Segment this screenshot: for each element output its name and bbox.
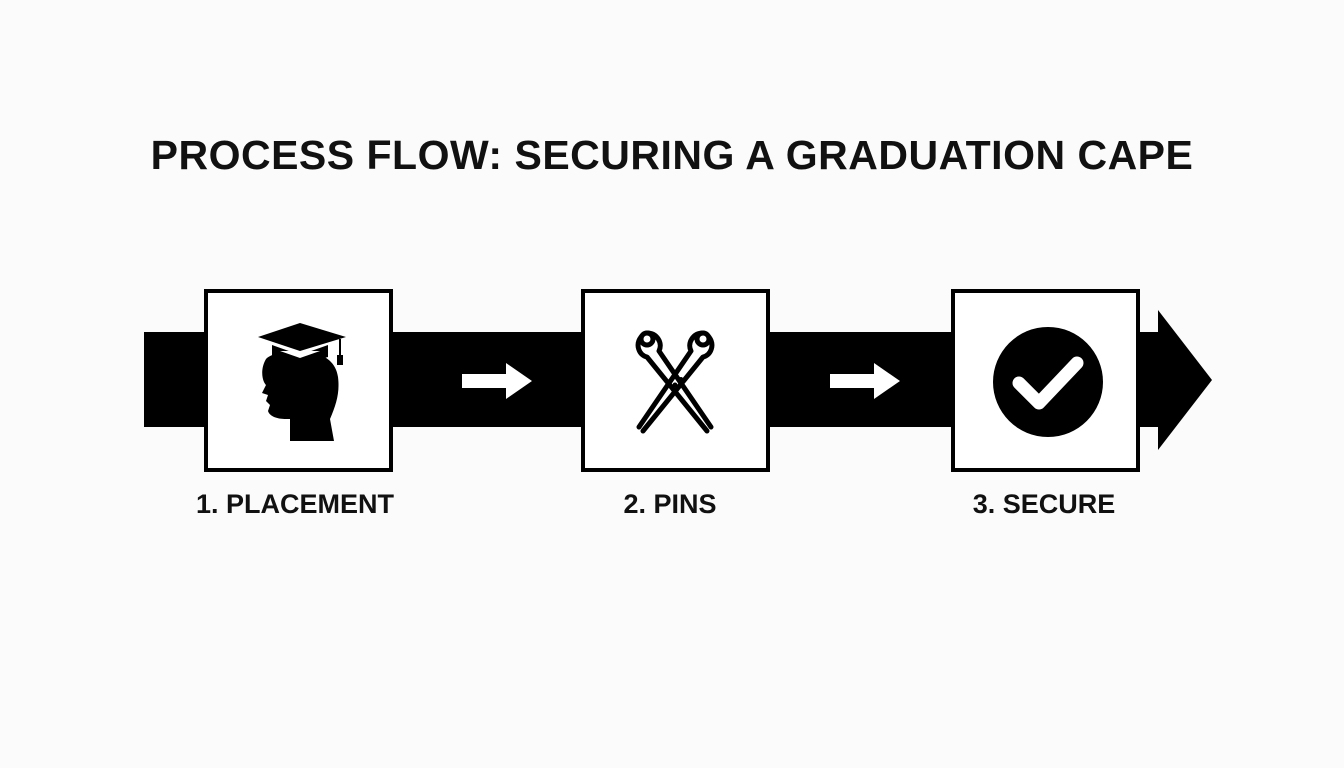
graduate-head-icon xyxy=(258,323,346,441)
right-arrow-icon xyxy=(830,363,900,399)
step-1-box xyxy=(204,289,393,472)
step-2-label: 2. PINS xyxy=(623,489,717,519)
step-3-label: 3. SECURE xyxy=(972,489,1116,519)
step-1-label: 1. PLACEMENT xyxy=(195,489,395,519)
diagram-title: PROCESS FLOW: SECURING A GRADUATION CAPE xyxy=(150,132,1194,178)
right-arrow-icon xyxy=(462,363,532,399)
step-2-box xyxy=(581,289,770,472)
check-circle-icon xyxy=(993,327,1103,437)
safety-pins-icon xyxy=(635,330,715,434)
flow-band-arrowhead-icon xyxy=(1158,310,1212,450)
step-3-box xyxy=(951,289,1140,472)
